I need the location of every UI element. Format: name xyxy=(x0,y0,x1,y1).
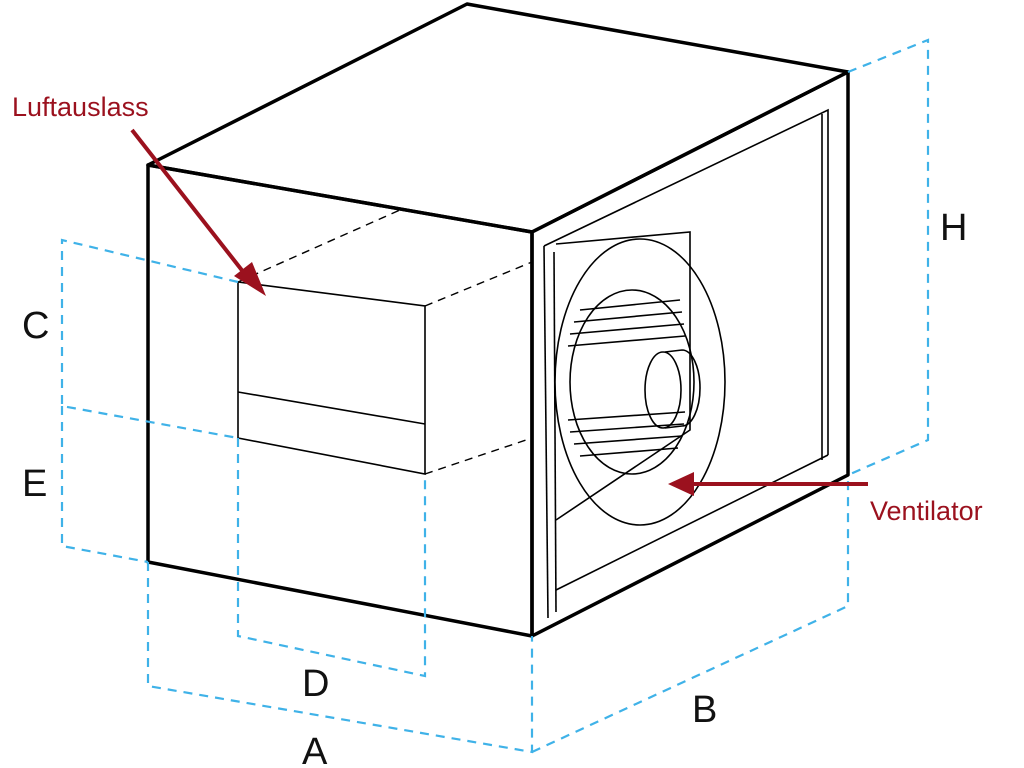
callout-arrows xyxy=(130,128,868,496)
dim-label-c: C xyxy=(22,305,49,347)
label-fan: Ventilator xyxy=(870,496,983,526)
dim-d-line xyxy=(236,438,427,678)
top-face xyxy=(146,2,850,234)
cabinet xyxy=(146,2,850,638)
fan-housing xyxy=(555,231,691,521)
label-air-outlet: Luftauslass xyxy=(12,92,149,122)
hidden-outlet-mid xyxy=(424,261,533,307)
fan-hub-cap xyxy=(644,351,682,429)
inner-frame-left xyxy=(543,245,549,619)
air-outlet xyxy=(237,209,533,475)
dim-h-line xyxy=(847,38,930,477)
dim-c-line xyxy=(60,238,239,440)
dim-label-b: B xyxy=(692,689,717,731)
dim-label-a: A xyxy=(302,731,328,768)
inner-frame-top xyxy=(543,108,829,455)
outlet-opening xyxy=(237,281,426,475)
dim-label-h: H xyxy=(940,207,967,249)
hidden-outlet-top xyxy=(237,209,401,283)
front-face xyxy=(146,163,534,638)
dim-label-e: E xyxy=(22,463,47,505)
hidden-outlet-low xyxy=(424,437,533,475)
outlet-flange xyxy=(237,391,426,425)
inner-frame-left2 xyxy=(553,251,557,613)
side-opening-frame xyxy=(530,70,850,638)
outlet-arrow-shaft xyxy=(130,128,250,280)
dim-a-line xyxy=(146,562,534,754)
fan-wheel xyxy=(569,289,695,475)
fan-hub xyxy=(664,349,701,429)
fan-arrowhead xyxy=(668,472,694,496)
fan xyxy=(554,231,726,526)
dim-e-line xyxy=(60,406,149,564)
outlet-arrowhead xyxy=(234,262,266,296)
inner-frame-bottom xyxy=(555,454,829,591)
dim-b-line xyxy=(531,478,850,753)
fan-blades xyxy=(567,299,686,457)
dimension-lines xyxy=(60,38,930,754)
fan-housing-scroll xyxy=(554,238,726,526)
dim-label-d: D xyxy=(302,663,329,705)
